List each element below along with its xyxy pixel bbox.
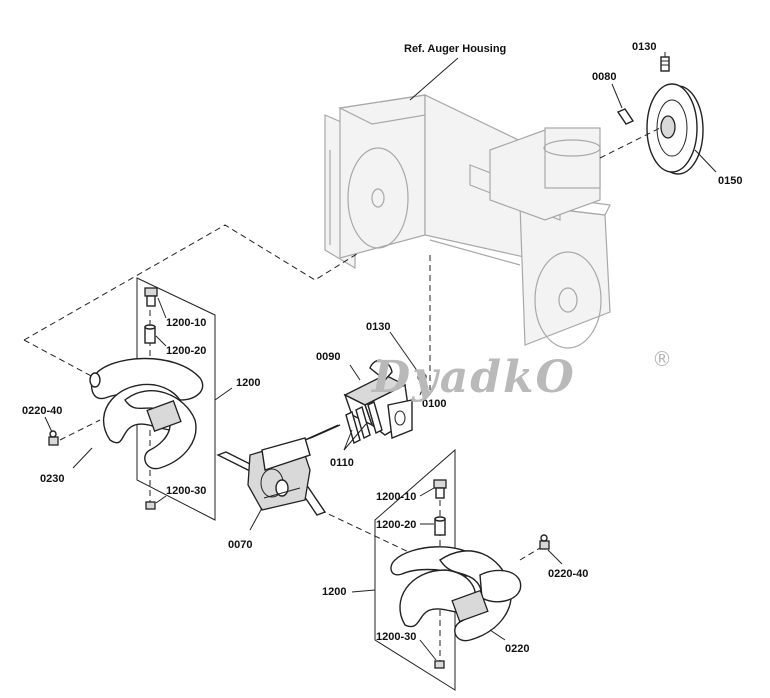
label-1200-20-left: 1200-20	[166, 345, 206, 357]
watermark-registered-mark: ®	[652, 347, 672, 371]
gearbox-0070	[216, 424, 341, 516]
label-1200-20-right: 1200-20	[376, 519, 416, 531]
bolt-1200-10-right	[433, 479, 447, 499]
left-dashed-path	[23, 224, 361, 341]
label-0080: 0080	[592, 71, 616, 83]
nut-1200-30-left	[145, 501, 156, 510]
nut-1200-30-right	[434, 660, 445, 669]
pulley-0150	[646, 83, 704, 175]
label-0100: 0100	[422, 398, 446, 410]
right-assembly-bracket	[374, 448, 456, 691]
label-1200-left: 1200	[236, 377, 260, 389]
label-1200-10-left: 1200-10	[166, 317, 206, 329]
label-1200-30-left: 1200-30	[166, 485, 206, 497]
grease-fitting-0220-40-right	[539, 534, 550, 550]
label-0220-40-left: 0220-40	[22, 405, 62, 417]
label-0220-40-right: 0220-40	[548, 568, 588, 580]
bolt-1200-10-left	[144, 287, 158, 307]
grease-fitting-0220-40-left	[48, 430, 59, 446]
ref-leader	[409, 57, 459, 101]
auger-spiral-0230	[89, 357, 204, 470]
setscrew-0130-top	[660, 56, 670, 72]
spacer-1200-20-right	[434, 516, 446, 536]
label-1200-30-right: 1200-30	[376, 631, 416, 643]
label-0090: 0090	[316, 351, 340, 363]
label-0230: 0230	[40, 473, 64, 485]
label-0130-mid: 0130	[366, 321, 390, 333]
label-1200-right: 1200	[322, 586, 346, 598]
setscrew-0130-mid	[417, 372, 427, 382]
watermark-text: DyadkO	[370, 352, 576, 403]
auger-spiral-0220	[390, 546, 522, 642]
key-0080	[616, 108, 635, 125]
auger-housing-ghost	[324, 94, 611, 349]
label-0150: 0150	[718, 175, 742, 187]
label-0110: 0110	[330, 457, 354, 469]
spacer-1200-20-left	[144, 324, 156, 344]
label-0220: 0220	[505, 643, 529, 655]
ref-auger-housing-label: Ref. Auger Housing	[404, 43, 506, 55]
label-0070: 0070	[228, 539, 252, 551]
bracket-0100	[387, 399, 413, 439]
label-0130-top: 0130	[632, 41, 656, 53]
label-1200-10-right: 1200-10	[376, 491, 416, 503]
